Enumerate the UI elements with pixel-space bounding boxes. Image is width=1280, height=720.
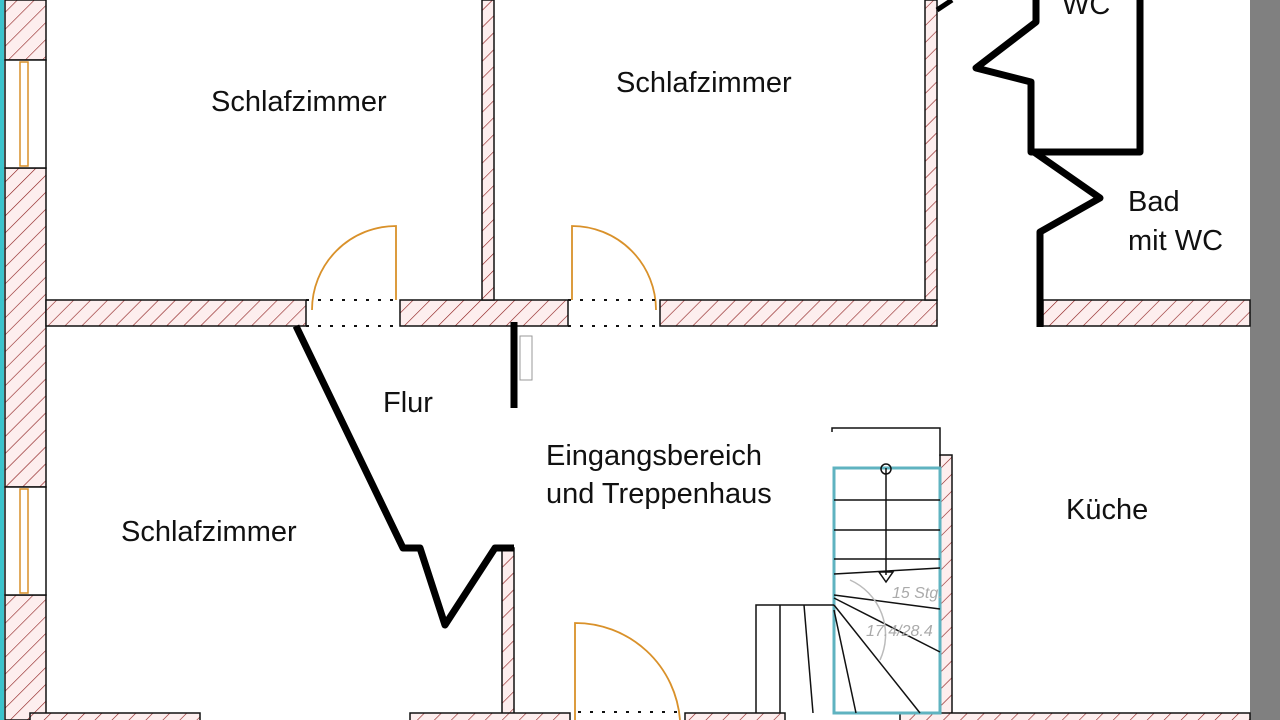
stair-step xyxy=(833,594,941,610)
wall-bottom-4 xyxy=(899,712,1251,720)
wall-left-top xyxy=(4,0,47,61)
room-label-bathroom-line1: Bad xyxy=(1128,186,1180,218)
room-label-hallway: Flur xyxy=(383,387,433,419)
door-entrance-icon xyxy=(574,622,681,720)
stair-step xyxy=(803,604,814,714)
stair-start-icon xyxy=(880,463,892,475)
stair-arrow-icon xyxy=(877,571,895,584)
window-top-icon xyxy=(19,61,29,167)
fixture xyxy=(519,335,533,381)
wall-bedroom-right xyxy=(924,0,938,301)
wall-bedroom-divider-3 xyxy=(659,299,938,327)
wall-entrance-left xyxy=(501,547,515,720)
stair-landing xyxy=(755,604,834,713)
stair-top-rail xyxy=(831,427,941,456)
new-walls xyxy=(292,0,1144,629)
new-wall-wc xyxy=(972,0,1144,156)
walls xyxy=(4,0,1251,720)
room-label-entrance-line1: Eingangsbereich xyxy=(546,440,762,472)
door-bedroom-top-middle-icon xyxy=(571,225,657,311)
room-label-bedroom-top-middle: Schlafzimmer xyxy=(616,67,792,99)
window-bottom-icon xyxy=(19,488,29,594)
door-bedroom-top-left-icon xyxy=(311,225,397,311)
margin-right xyxy=(1250,0,1280,720)
wall-left-bottom xyxy=(4,594,47,720)
stair-steps-label: 15 Stg. xyxy=(892,585,943,602)
wall-bottom-1 xyxy=(29,712,201,720)
window-opening-top xyxy=(4,59,47,169)
new-wall-hallway xyxy=(292,324,514,629)
stair-step xyxy=(833,567,941,575)
wall-bottom-3 xyxy=(684,712,786,720)
window-opening-bottom xyxy=(4,486,47,596)
stair-arc xyxy=(849,579,887,661)
stair-outline xyxy=(832,466,942,715)
room-label-bedroom-top-left: Schlafzimmer xyxy=(211,86,387,118)
windows xyxy=(4,59,47,596)
frame-left-edge xyxy=(0,0,4,720)
wall-left-middle xyxy=(4,167,47,488)
wall-bathroom xyxy=(1042,299,1251,327)
wall-bedroom-divider-1 xyxy=(45,299,307,327)
room-label-entrance-line2: und Treppenhaus xyxy=(546,478,772,510)
stair-ratio-label: 17.4/28.4 xyxy=(866,623,933,640)
stair-step xyxy=(833,609,857,714)
wall-bottom-2 xyxy=(409,712,571,720)
stair-step xyxy=(833,597,941,653)
wall-bedroom-vertical xyxy=(481,0,495,301)
wall-bedroom-divider-2 xyxy=(399,299,569,327)
staircase xyxy=(755,427,942,715)
new-wall-corner xyxy=(935,0,954,13)
new-wall-bathroom xyxy=(1031,149,1104,327)
room-label-bedroom-bottom-left: Schlafzimmer xyxy=(121,516,297,548)
room-label-bathroom-line2: mit WC xyxy=(1128,225,1223,257)
room-label-kitchen: Küche xyxy=(1066,494,1148,526)
stair-step xyxy=(833,604,921,714)
room-label-wc: WC xyxy=(1062,0,1110,21)
